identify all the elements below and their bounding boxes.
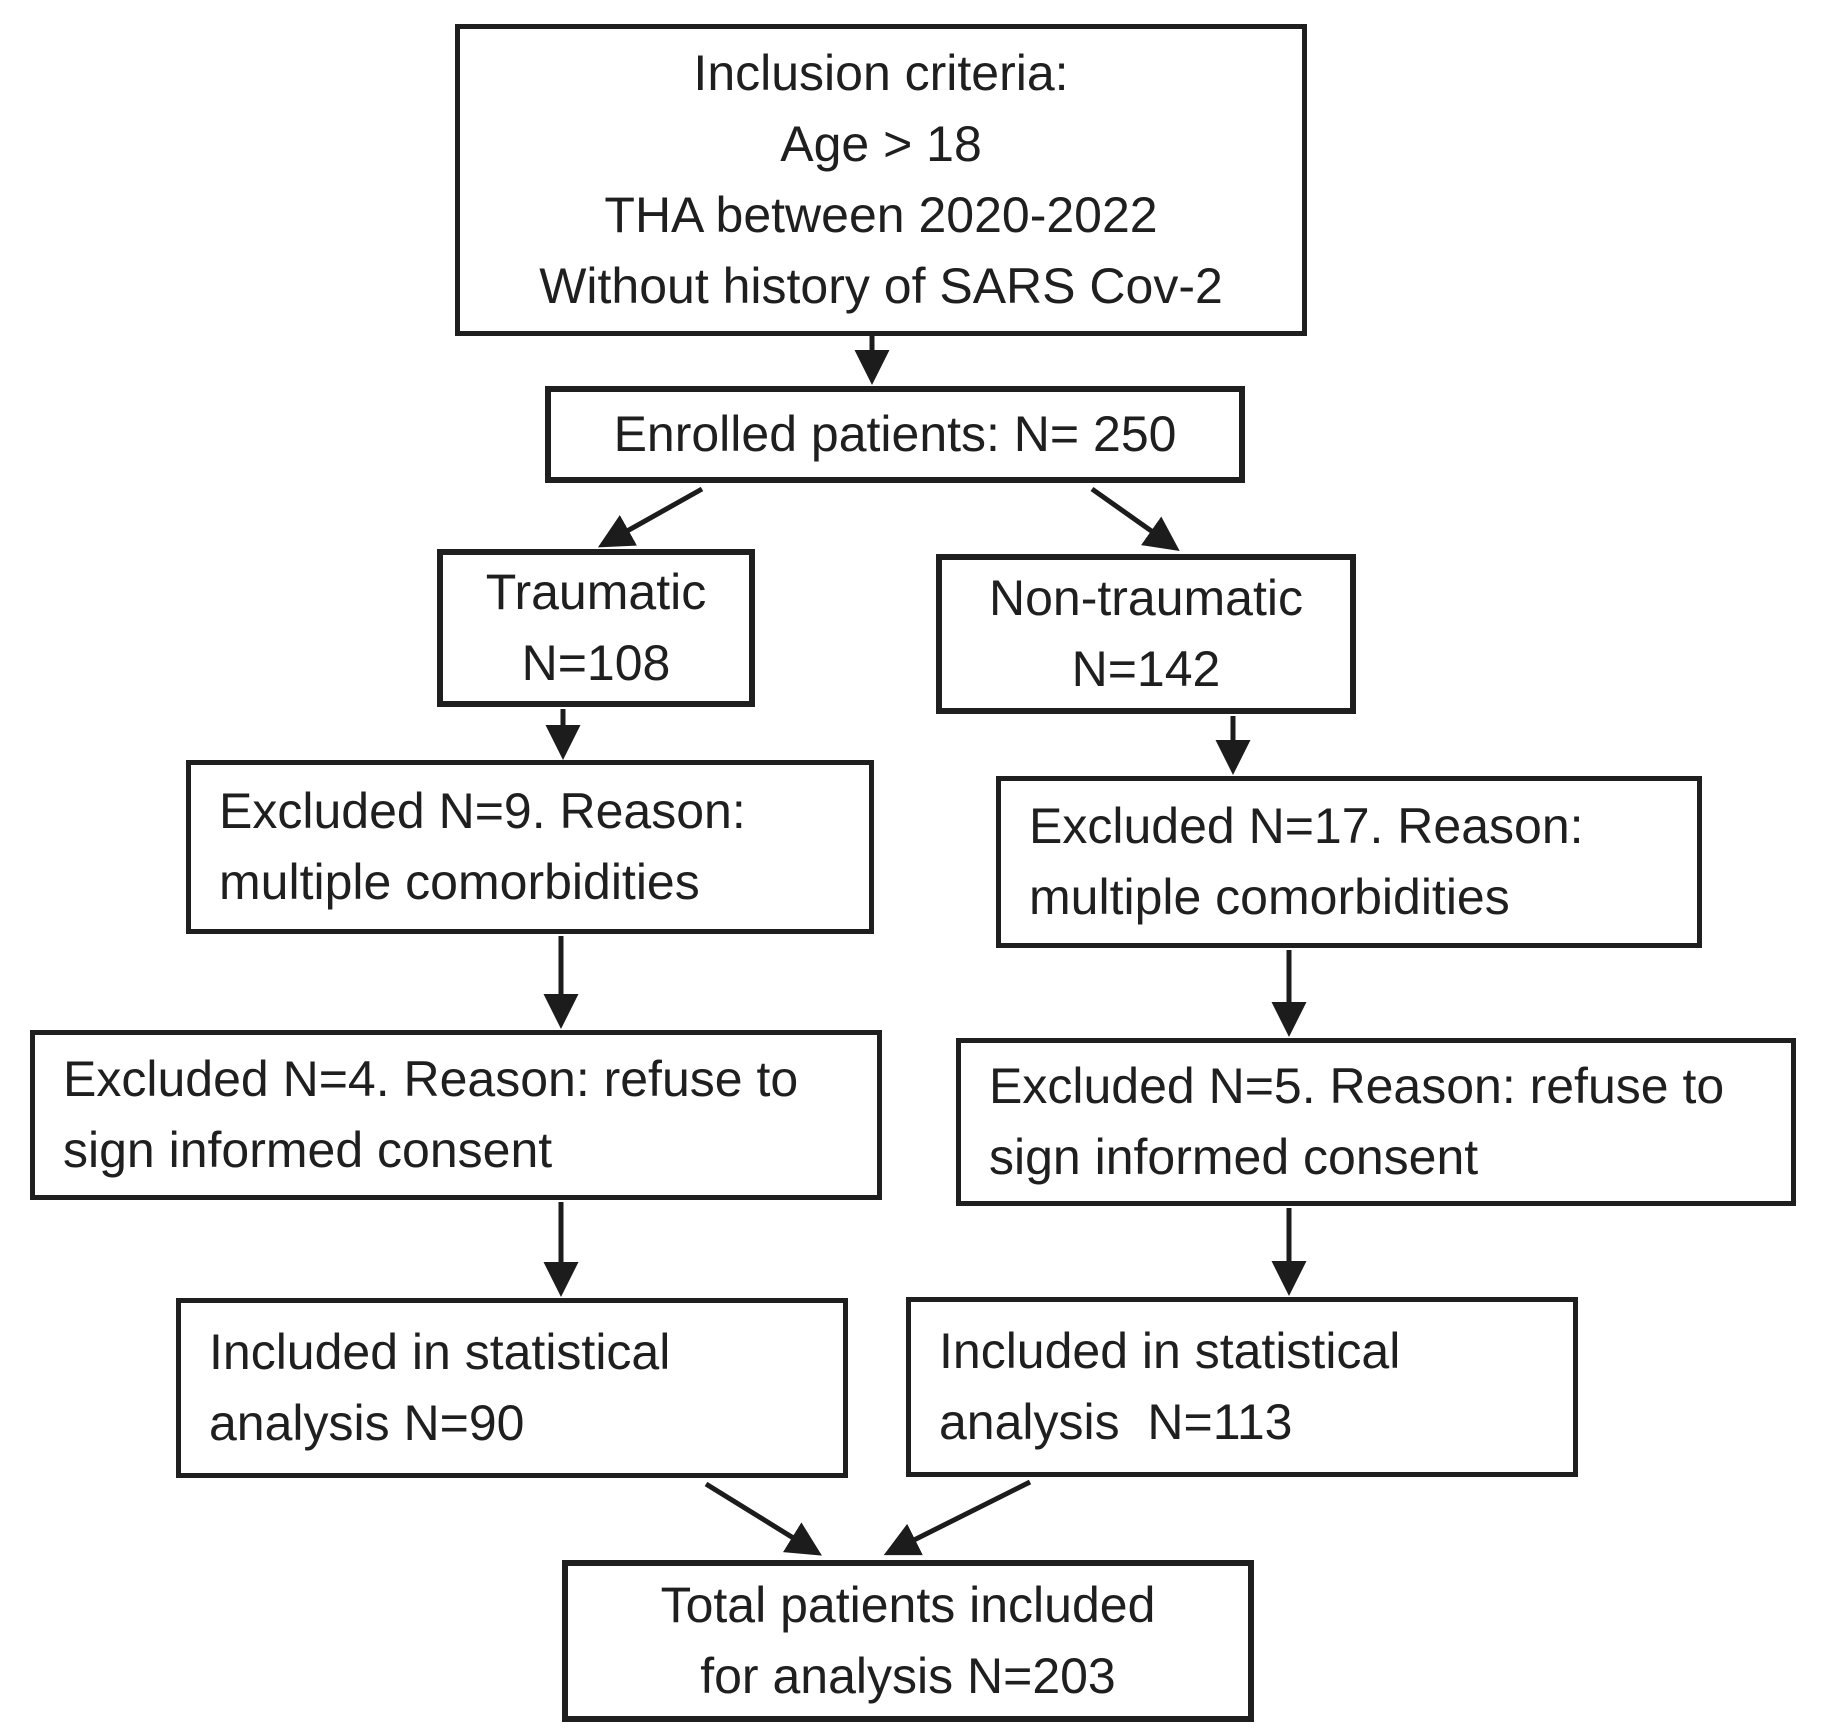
excluded-t1-line2: multiple comorbidities xyxy=(219,854,700,910)
node-non-traumatic: Non-traumatic N=142 xyxy=(936,554,1356,714)
total-line1: Total patients included xyxy=(660,1577,1156,1633)
node-enrolled-patients: Enrolled patients: N= 250 xyxy=(545,386,1245,483)
inclusion-criteria-tha: THA between 2020-2022 xyxy=(604,187,1158,243)
node-excluded-traumatic-comorbidities: Excluded N=9. Reason: multiple comorbidi… xyxy=(186,760,874,934)
excluded-t1-line1: Excluded N=9. Reason: xyxy=(219,783,746,839)
node-included-traumatic: Included in statistical analysis N=90 xyxy=(176,1298,848,1478)
included-nt-line1: Included in statistical xyxy=(939,1323,1401,1379)
non-traumatic-count: N=142 xyxy=(1071,641,1221,697)
node-excluded-traumatic-consent: Excluded N=4. Reason: refuse to sign inf… xyxy=(30,1030,882,1200)
node-excluded-nontraumatic-comorbidities: Excluded N=17. Reason: multiple comorbid… xyxy=(996,776,1702,948)
inclusion-criteria-sars: Without history of SARS Cov-2 xyxy=(539,258,1223,314)
total-line2: for analysis N=203 xyxy=(700,1648,1116,1704)
excluded-nt2-line1: Excluded N=5. Reason: refuse to xyxy=(989,1058,1725,1114)
included-t-line1: Included in statistical xyxy=(209,1324,671,1380)
arrow-included-right-to-total xyxy=(883,1479,1032,1556)
node-inclusion-criteria: Inclusion criteria: Age > 18 THA between… xyxy=(455,24,1307,336)
traumatic-count: N=108 xyxy=(521,635,671,691)
node-excluded-nontraumatic-consent: Excluded N=5. Reason: refuse to sign inf… xyxy=(956,1038,1796,1206)
non-traumatic-label: Non-traumatic xyxy=(989,570,1303,626)
node-traumatic: Traumatic N=108 xyxy=(437,549,755,707)
inclusion-criteria-heading: Inclusion criteria: xyxy=(693,45,1069,101)
arrow-included-left-to-total xyxy=(704,1481,822,1556)
enrolled-patients-label: Enrolled patients: N= 250 xyxy=(613,406,1177,462)
excluded-nt2-line2: sign informed consent xyxy=(989,1129,1479,1185)
included-nt-line2: analysis N=113 xyxy=(939,1394,1293,1450)
excluded-t2-line1: Excluded N=4. Reason: refuse to xyxy=(63,1051,799,1107)
traumatic-label: Traumatic xyxy=(485,564,707,620)
node-total-patients: Total patients included for analysis N=2… xyxy=(562,1560,1254,1722)
included-t-line2: analysis N=90 xyxy=(209,1395,525,1451)
inclusion-criteria-age: Age > 18 xyxy=(780,116,982,172)
excluded-t2-line2: sign informed consent xyxy=(63,1122,553,1178)
excluded-nt1-line2: multiple comorbidities xyxy=(1029,869,1510,925)
excluded-nt1-line1: Excluded N=17. Reason: xyxy=(1029,798,1584,854)
arrow-enrolled-to-traumatic xyxy=(597,486,704,548)
arrow-enrolled-to-nontraumatic xyxy=(1090,486,1180,552)
node-included-nontraumatic: Included in statistical analysis N=113 xyxy=(906,1297,1578,1477)
